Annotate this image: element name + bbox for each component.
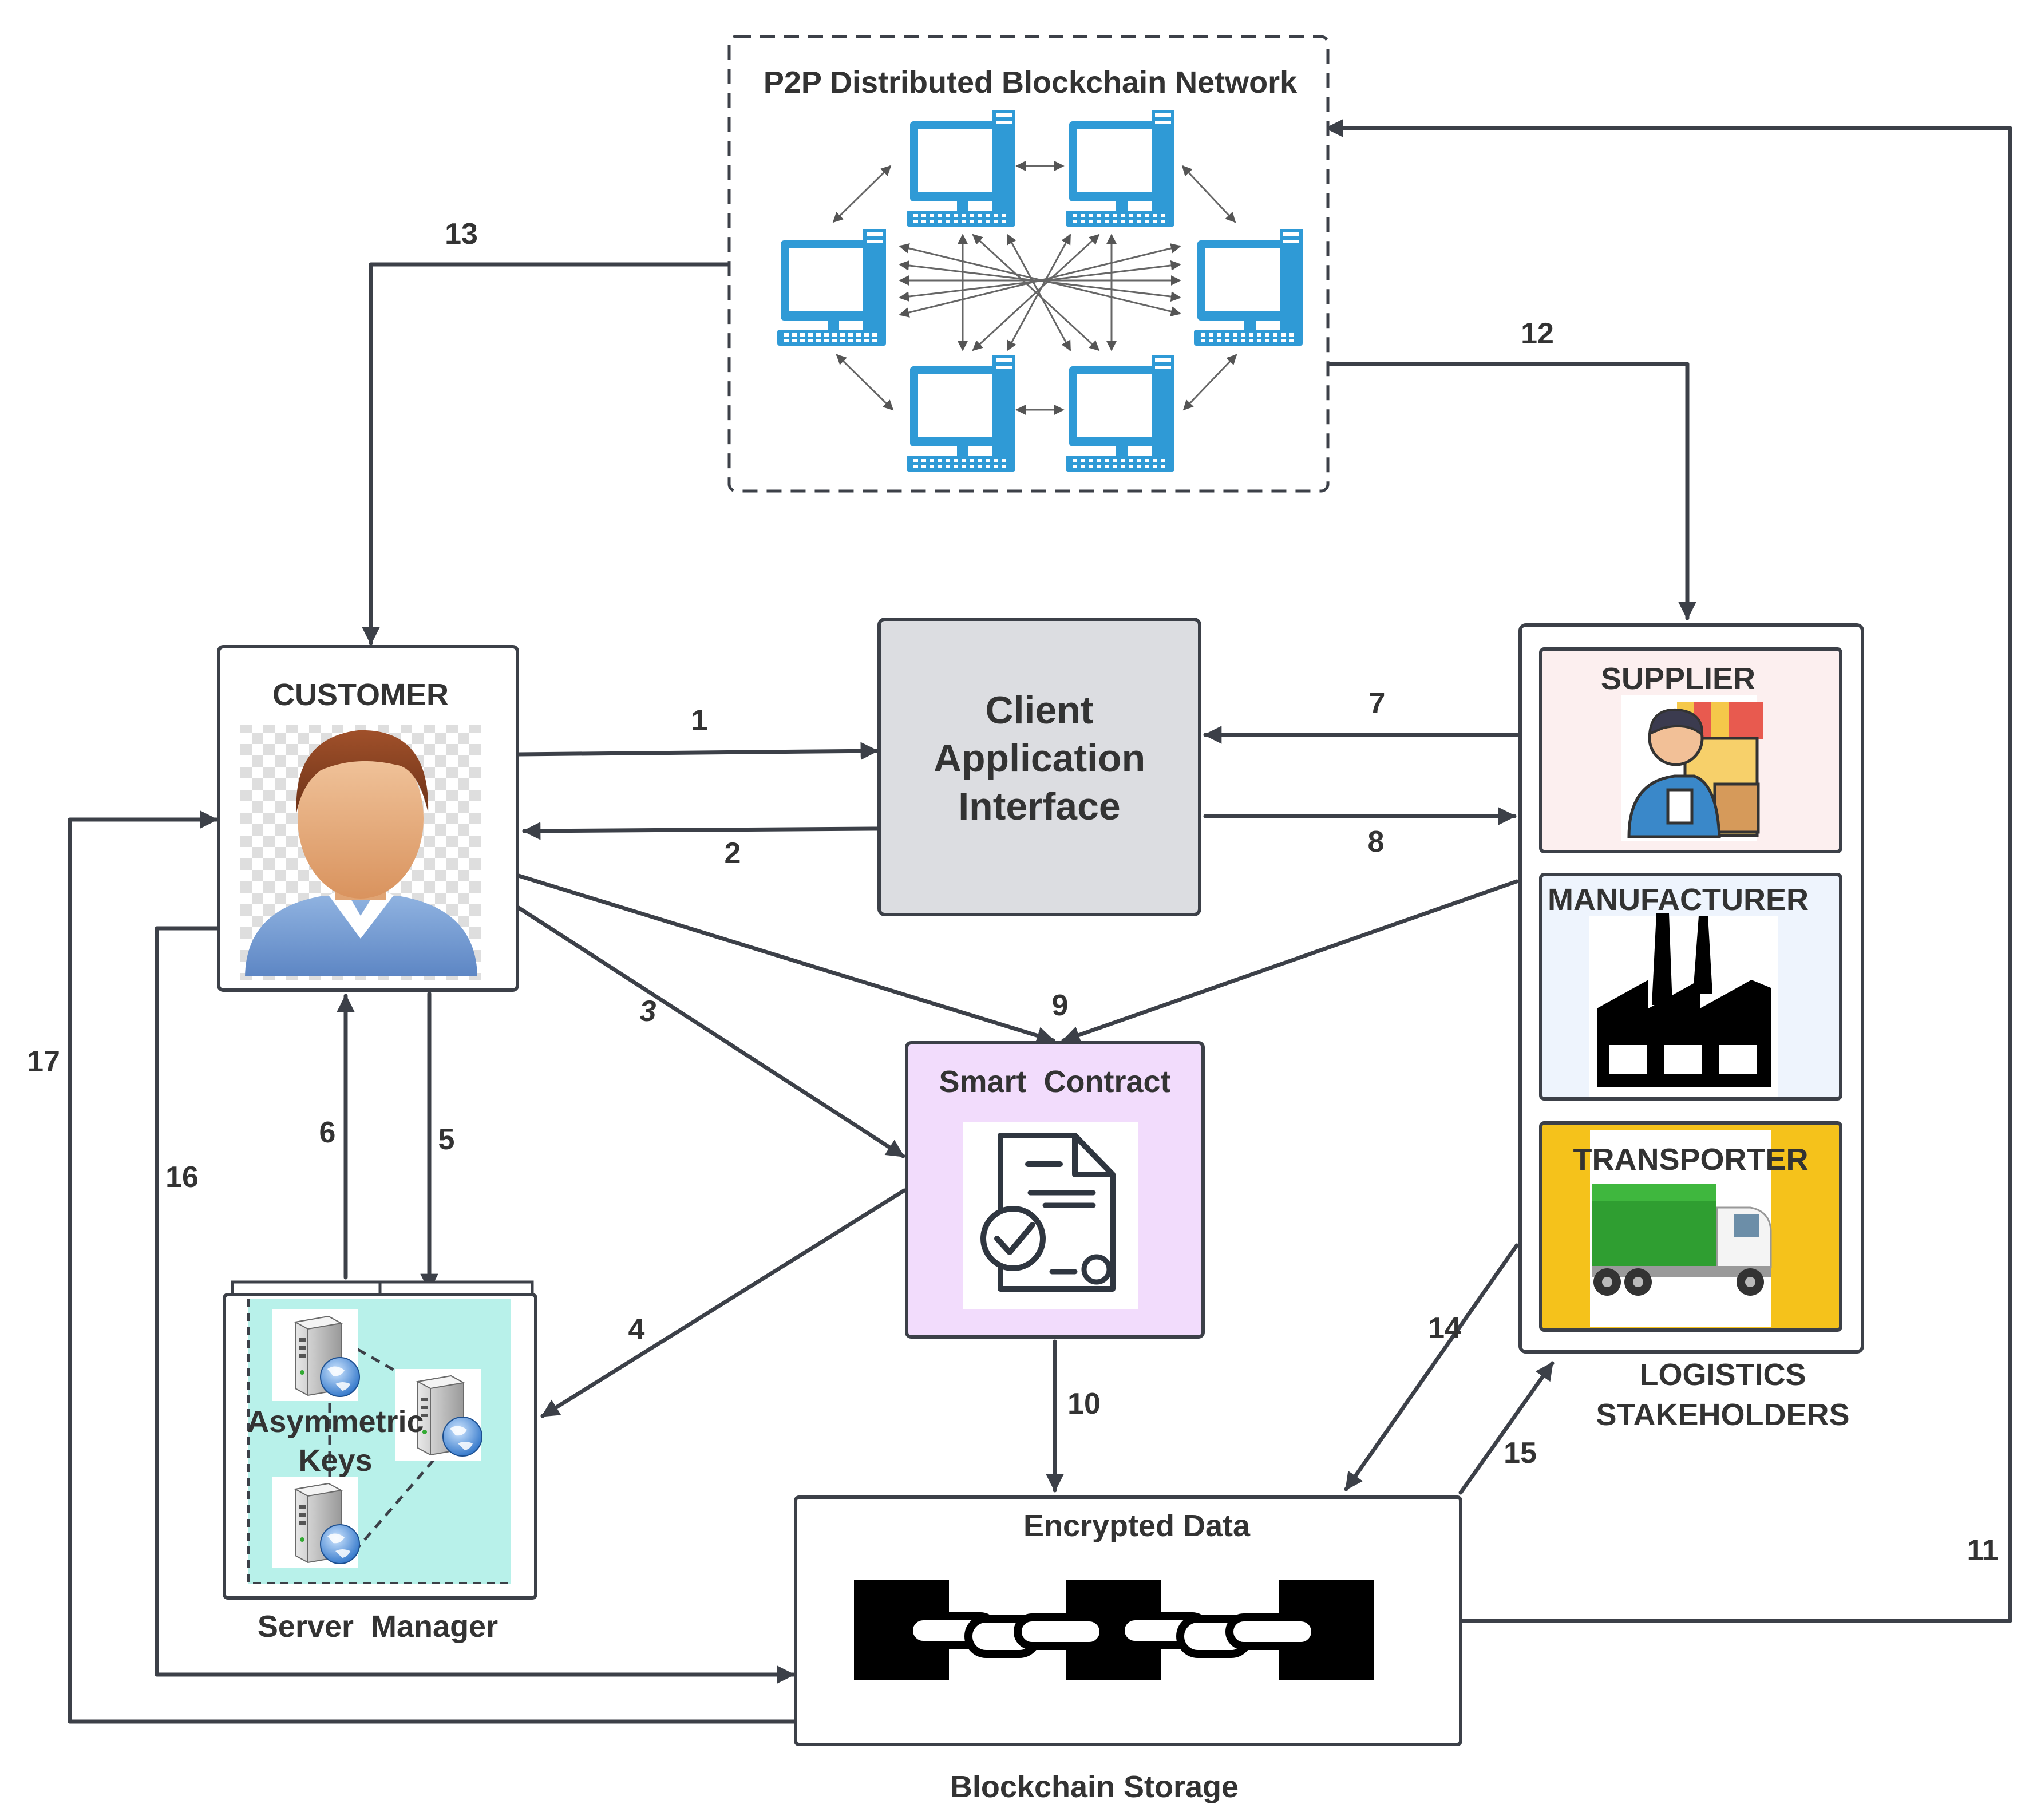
arrow-1 xyxy=(516,742,879,761)
step-9: 9 xyxy=(1052,989,1069,1022)
step-14: 14 xyxy=(1428,1312,1461,1345)
arrow-16 xyxy=(155,926,796,1684)
blockchain-chain-icon xyxy=(854,1580,1374,1680)
server-manager-node[interactable]: Asymmetric Keys xyxy=(223,1280,537,1600)
step-6: 6 xyxy=(319,1116,336,1149)
encrypted-data-title: Encrypted Data xyxy=(1023,1509,1251,1543)
transporter-title: TRANSPORTER xyxy=(1573,1142,1808,1177)
arrow-14 xyxy=(1344,1243,1519,1491)
step-10: 10 xyxy=(1067,1387,1101,1421)
supplier-icon xyxy=(1621,695,1763,841)
arrow-11 xyxy=(1324,119,2012,1623)
customer-node[interactable]: CUSTOMER xyxy=(217,645,519,992)
step-13: 13 xyxy=(445,217,478,251)
step-17: 17 xyxy=(27,1045,60,1078)
peer-links xyxy=(832,161,1237,415)
manufacturer-card[interactable]: MANUFACTURER xyxy=(1539,873,1842,1101)
smart-contract-node[interactable]: Smart Contract xyxy=(905,1041,1205,1339)
asymmetric-keys-line2: Keys xyxy=(298,1443,372,1478)
step-7: 7 xyxy=(1369,687,1386,720)
step-15: 15 xyxy=(1504,1437,1537,1470)
truck-icon xyxy=(1592,1184,1772,1296)
server-manager-caption: Server Manager xyxy=(258,1609,498,1644)
smart-contract-title: Smart Contract xyxy=(939,1065,1170,1099)
step-11: 11 xyxy=(1967,1534,1999,1567)
arrow-13 xyxy=(362,262,730,646)
customer-avatar-icon xyxy=(240,725,481,980)
customer-title: CUSTOMER xyxy=(272,678,449,712)
connectors xyxy=(68,119,2012,1724)
p2p-network: P2P Distributed Blockchain Network xyxy=(727,35,1330,493)
arrow-3 xyxy=(516,905,905,1158)
network-title: P2P Distributed Blockchain Network xyxy=(764,65,1298,100)
step-2: 2 xyxy=(725,837,741,870)
arrow-2 xyxy=(522,822,879,840)
server-icon xyxy=(272,1309,360,1402)
server-icon xyxy=(272,1476,360,1569)
logistics-caption-line1: LOGISTICS xyxy=(1639,1358,1806,1392)
client-app-line3: Interface xyxy=(958,785,1120,828)
arrow-17 xyxy=(68,810,798,1724)
step-5: 5 xyxy=(438,1123,455,1156)
arrow-15 xyxy=(1458,1361,1555,1495)
logistics-caption-line2: STAKEHOLDERS xyxy=(1596,1398,1849,1432)
step-1: 1 xyxy=(691,704,708,737)
step-16: 16 xyxy=(165,1161,199,1194)
step-labels: 1 2 3 4 5 6 7 8 9 10 11 12 13 14 15 16 1… xyxy=(27,217,1998,1567)
step-12: 12 xyxy=(1521,317,1554,350)
blockchain-storage-caption: Blockchain Storage xyxy=(950,1770,1239,1804)
blockchain-storage-node[interactable]: Encrypted Data xyxy=(794,1495,1462,1746)
arrow-9-stakeholders xyxy=(1061,879,1519,1044)
step-3: 3 xyxy=(640,995,656,1028)
manufacturer-title: MANUFACTURER xyxy=(1548,883,1809,917)
step-4: 4 xyxy=(628,1313,645,1346)
contract-document-icon xyxy=(963,1122,1138,1309)
asymmetric-keys-line1: Asymmetric xyxy=(247,1404,424,1439)
factory-icon xyxy=(1589,913,1778,1097)
arrow-12 xyxy=(1327,362,1696,620)
arrow-9-customer xyxy=(516,873,1055,1044)
step-8: 8 xyxy=(1368,825,1385,858)
arrow-4 xyxy=(540,1188,907,1418)
transporter-card[interactable]: TRANSPORTER xyxy=(1539,1121,1842,1332)
client-application-interface[interactable]: Client Application Interface xyxy=(877,618,1201,916)
supplier-title: SUPPLIER xyxy=(1601,662,1755,696)
logistics-stakeholders-node[interactable]: SUPPLIER MANUFACTURER xyxy=(1518,623,1864,1354)
client-app-line1: Client xyxy=(986,689,1094,732)
supplier-card[interactable]: SUPPLIER xyxy=(1539,647,1842,853)
client-app-line2: Application xyxy=(934,737,1145,780)
